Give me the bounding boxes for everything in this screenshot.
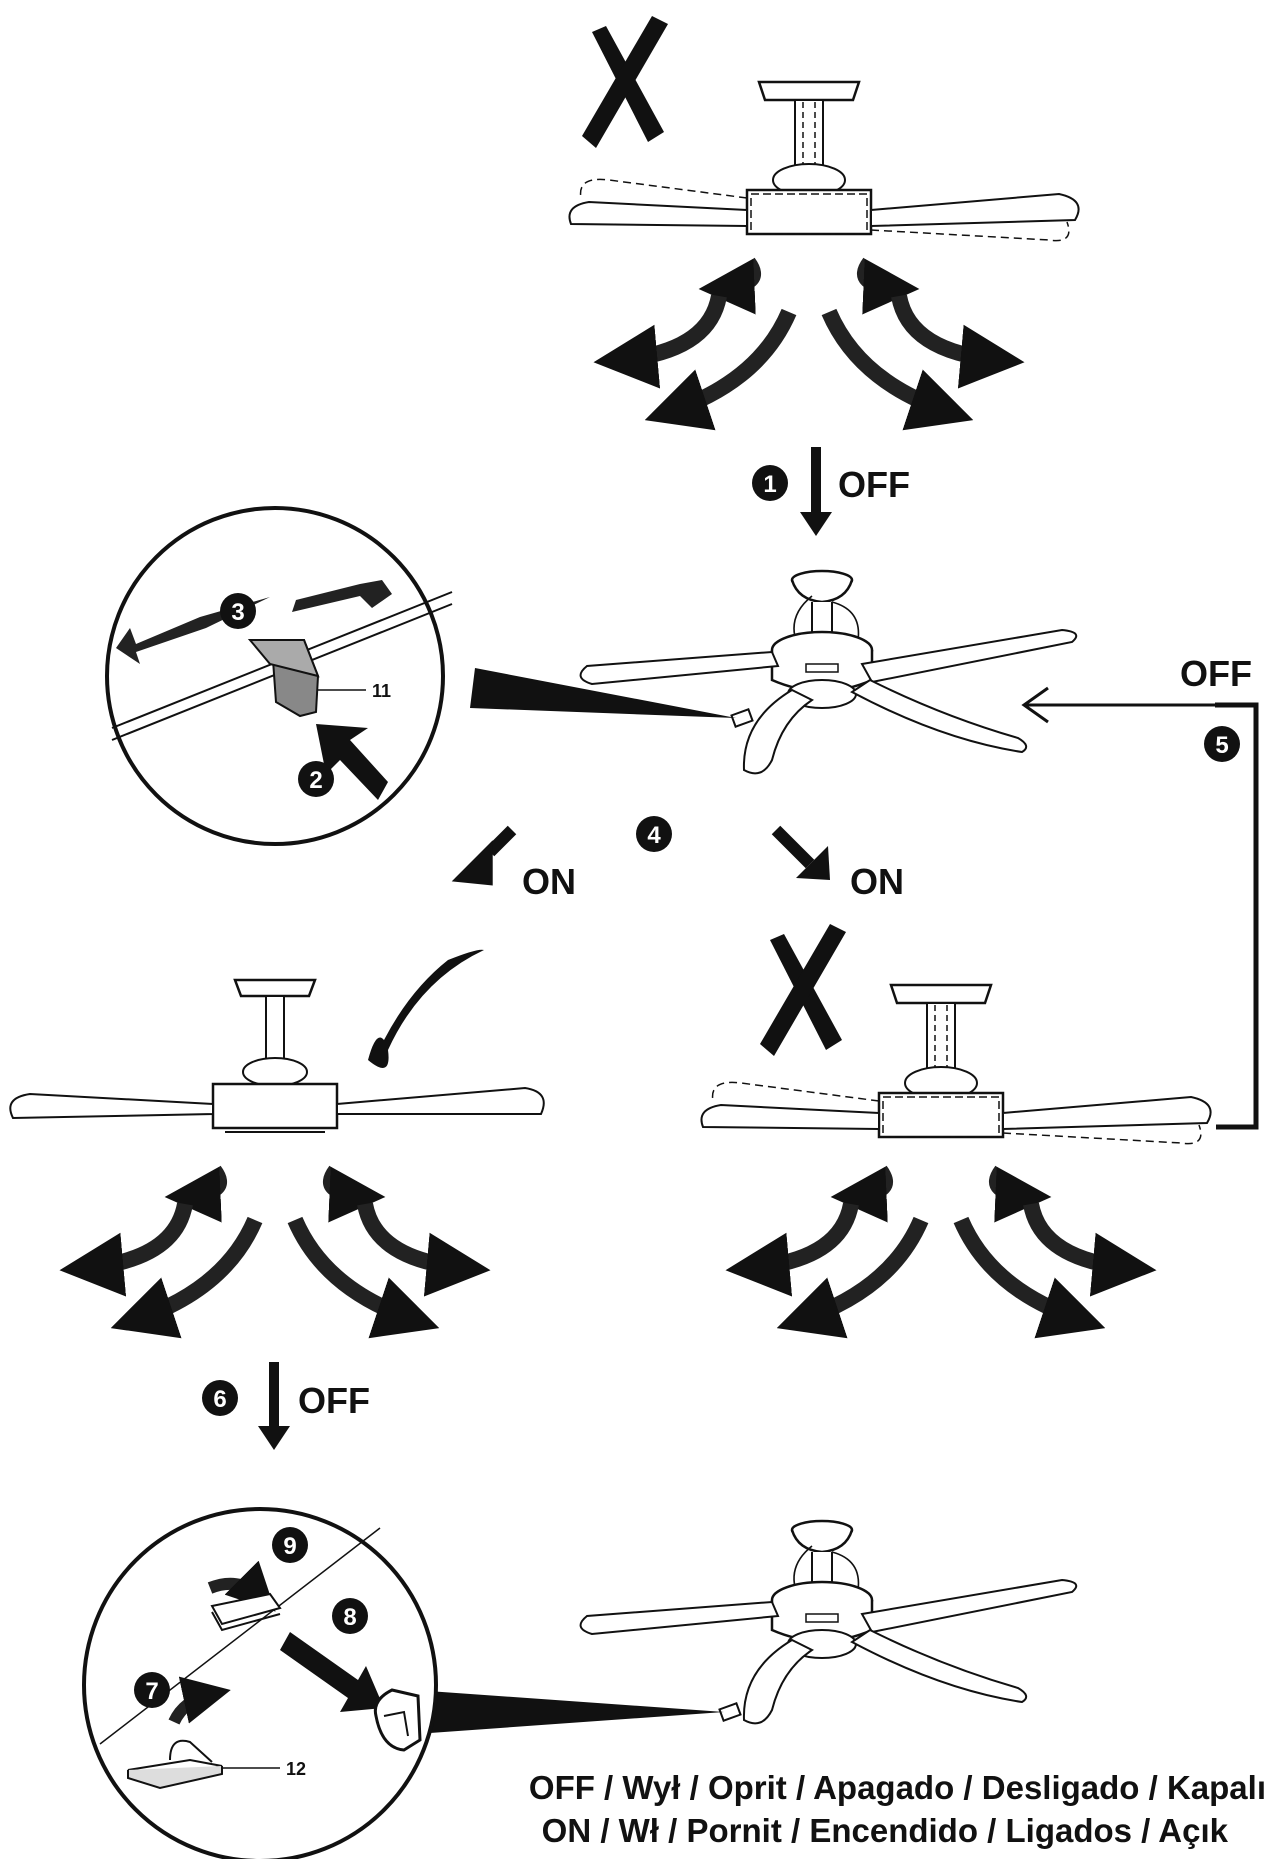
part-label-12: 12 [286,1759,306,1779]
step-number-5: 5 [1215,732,1228,759]
footer-on-translations: ON / Wł / Pornit / Encendido / Ligados /… [541,1812,1228,1849]
bottom-fan-with-weight: 9 8 7 12 [82,1507,1078,1859]
off-label-1: OFF [838,464,910,505]
step-number-7: 7 [145,1678,158,1705]
left-fan-balanced [9,949,546,1320]
step-6-off: 6 OFF [202,1362,370,1450]
airflow-arrows-right [751,1170,1131,1320]
off-label-6: OFF [298,1380,370,1421]
callout-pointer-1 [470,668,736,718]
step-1-off: 1 OFF [752,447,910,536]
right-fan-wobbling [700,924,1212,1320]
airflow-arrows-left [85,1170,465,1320]
incorrect-x-mark-top [582,16,668,148]
callout-pointer-2 [428,1691,724,1733]
step-5-off-loop: OFF 5 [1021,653,1259,1130]
step-number-8: 8 [343,1604,356,1631]
step-number-4: 4 [647,822,661,849]
on-label-right: ON [850,861,904,902]
on-label-left: ON [522,861,576,902]
step-number-6: 6 [213,1386,226,1413]
step-number-3: 3 [231,599,244,626]
balancing-weight-on-blade [718,1702,742,1722]
middle-fan-with-clip: 11 2 3 [105,506,1078,846]
footer-off-translations: OFF / Wył / Oprit / Apagado / Desligado … [528,1769,1266,1806]
step-number-2: 2 [309,767,322,794]
off-label-5: OFF [1180,653,1252,694]
airflow-arrows-top [619,262,999,412]
step-number-9: 9 [283,1533,296,1560]
incorrect-x-mark-right [760,924,846,1056]
step-number-1: 1 [763,471,776,498]
balancing-clip-on-blade [730,708,754,728]
check-mark-correct [368,949,484,1068]
part-label-11: 11 [372,681,391,701]
top-fan-wobbling [568,16,1080,412]
step-4-on: 4 ON ON [451,816,904,902]
